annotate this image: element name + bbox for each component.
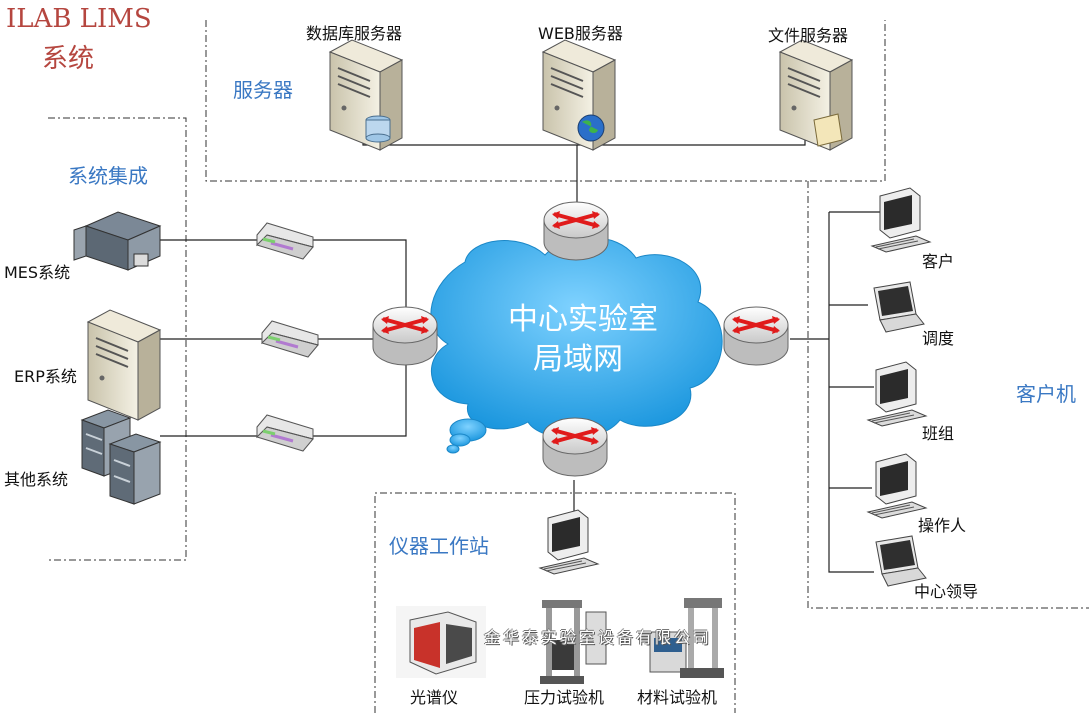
lan-label-line2: 局域网: [533, 342, 623, 377]
pressure-tester-icon: [540, 600, 607, 684]
system-label-other: 其他系统: [4, 470, 69, 489]
erp-tower-server-icon: [87, 309, 161, 421]
app-title-sub: 系统: [42, 44, 95, 74]
operator-desktop-icon: [867, 453, 927, 519]
client-label-1: 调度: [922, 329, 955, 348]
other-rack-servers-icon: [80, 409, 162, 505]
watermark: 金华泰实验室设备有限公司: [484, 628, 713, 647]
client-desktop-icon: [871, 187, 931, 253]
router-icon-left: [371, 305, 439, 367]
database-server-icon: [329, 39, 403, 151]
web-server-icon: [542, 39, 616, 151]
workstation-desktop-icon: [539, 509, 599, 575]
switch-icon-erp: [260, 319, 320, 359]
instrument-label-spectrometer: 光谱仪: [410, 688, 459, 707]
instrument-label-material: 材料试验机: [637, 688, 718, 707]
file-server-icon: [779, 39, 853, 151]
router-icon-top: [542, 200, 610, 262]
region-borders: [48, 20, 1089, 713]
lan-label: 中心实验室 局域网: [508, 300, 658, 380]
router-icon-bottom: [541, 416, 609, 478]
section-servers: 服务器: [233, 78, 293, 102]
switch-icon-other: [255, 413, 315, 453]
section-instruments: 仪器工作站: [389, 534, 489, 558]
client-label-0: 客户: [922, 252, 955, 271]
system-label-erp: ERP系统: [14, 367, 77, 386]
client-label-4: 中心领导: [914, 582, 979, 601]
client-label-2: 班组: [922, 424, 955, 443]
app-title: ILAB LIMS: [6, 4, 152, 34]
system-label-mes: MES系统: [4, 263, 71, 282]
server-label-db: 数据库服务器: [306, 24, 403, 43]
server-label-file: 文件服务器: [768, 26, 849, 45]
server-label-web: WEB服务器: [538, 24, 623, 43]
dispatch-laptop-icon: [873, 281, 925, 333]
router-icon-right: [722, 305, 790, 367]
spectrometer-icon: [396, 606, 486, 678]
section-clients: 客户机: [1016, 382, 1076, 406]
section-integration: 系统集成: [68, 164, 148, 188]
lan-label-line1: 中心实验室: [508, 302, 658, 337]
mes-rack-server-icon: [73, 211, 162, 271]
instrument-label-pressure: 压力试验机: [524, 688, 605, 707]
switch-icon-mes: [255, 221, 315, 261]
client-label-3: 操作人: [918, 516, 967, 535]
team-desktop-icon: [867, 361, 927, 427]
material-tester-icon: [649, 598, 724, 678]
